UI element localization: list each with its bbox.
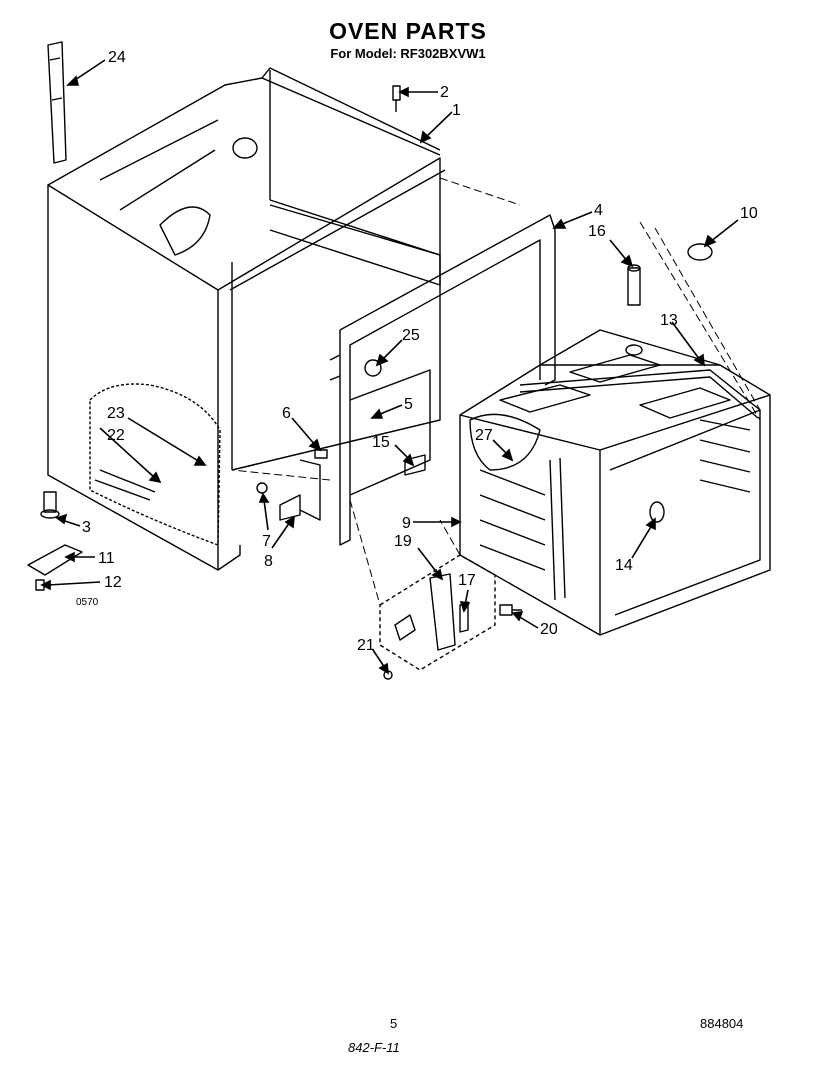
callout-17: 17 (458, 572, 476, 589)
callout-1: 1 (452, 102, 461, 119)
part-2-screw (392, 85, 401, 112)
document-number: 884804 (700, 1016, 744, 1031)
part-9-oven-liner (459, 329, 771, 636)
callout-14: 14 (615, 557, 633, 574)
callout-8: 8 (264, 553, 273, 570)
part-16-sensor (625, 264, 643, 356)
callout-10: 10 (740, 205, 758, 222)
part-25-grommet (364, 359, 382, 377)
part-11-bracket (27, 544, 83, 576)
callout-12: 12 (104, 574, 122, 591)
part-14-lens (649, 501, 665, 523)
callout-19: 19 (394, 533, 412, 550)
diagram-code: 0570 (76, 597, 99, 608)
callout-15: 15 (372, 434, 390, 451)
callout-13: 13 (660, 312, 678, 329)
callout-23: 23 (107, 405, 125, 422)
callout-16: 16 (588, 223, 606, 240)
part-6-7-8-hinge (256, 449, 328, 521)
part-20-screw (499, 604, 522, 616)
callout-27: 27 (475, 427, 493, 444)
part-1-cabinet (47, 67, 446, 571)
callout-3: 3 (82, 519, 91, 536)
callout-4: 4 (594, 202, 603, 219)
page-number: 5 (390, 1016, 398, 1031)
callout-25: 25 (402, 327, 420, 344)
callout-9: 9 (402, 515, 411, 532)
model-subtitle: For Model: RF302BXVW1 (330, 46, 486, 61)
callout-7: 7 (262, 533, 271, 550)
part-24-bracket (47, 41, 67, 164)
part-3-leveling-leg (40, 491, 60, 519)
callout-22: 22 (107, 427, 125, 444)
callout-5: 5 (404, 396, 413, 413)
part-15-bracket (404, 454, 426, 476)
part-12-screw (35, 579, 45, 591)
part-4-front-frame (329, 214, 556, 546)
handwritten-note: 842-F-11 (348, 1040, 400, 1055)
callout-6: 6 (282, 405, 291, 422)
part-10-plug (687, 243, 713, 261)
callout-11: 11 (98, 550, 115, 567)
callout-24: 24 (108, 49, 126, 66)
callout-21: 21 (357, 637, 375, 654)
page-title: OVEN PARTS (329, 18, 487, 44)
part-13-rails (519, 369, 761, 419)
callout-2: 2 (440, 84, 449, 101)
callout-20: 20 (540, 621, 558, 638)
